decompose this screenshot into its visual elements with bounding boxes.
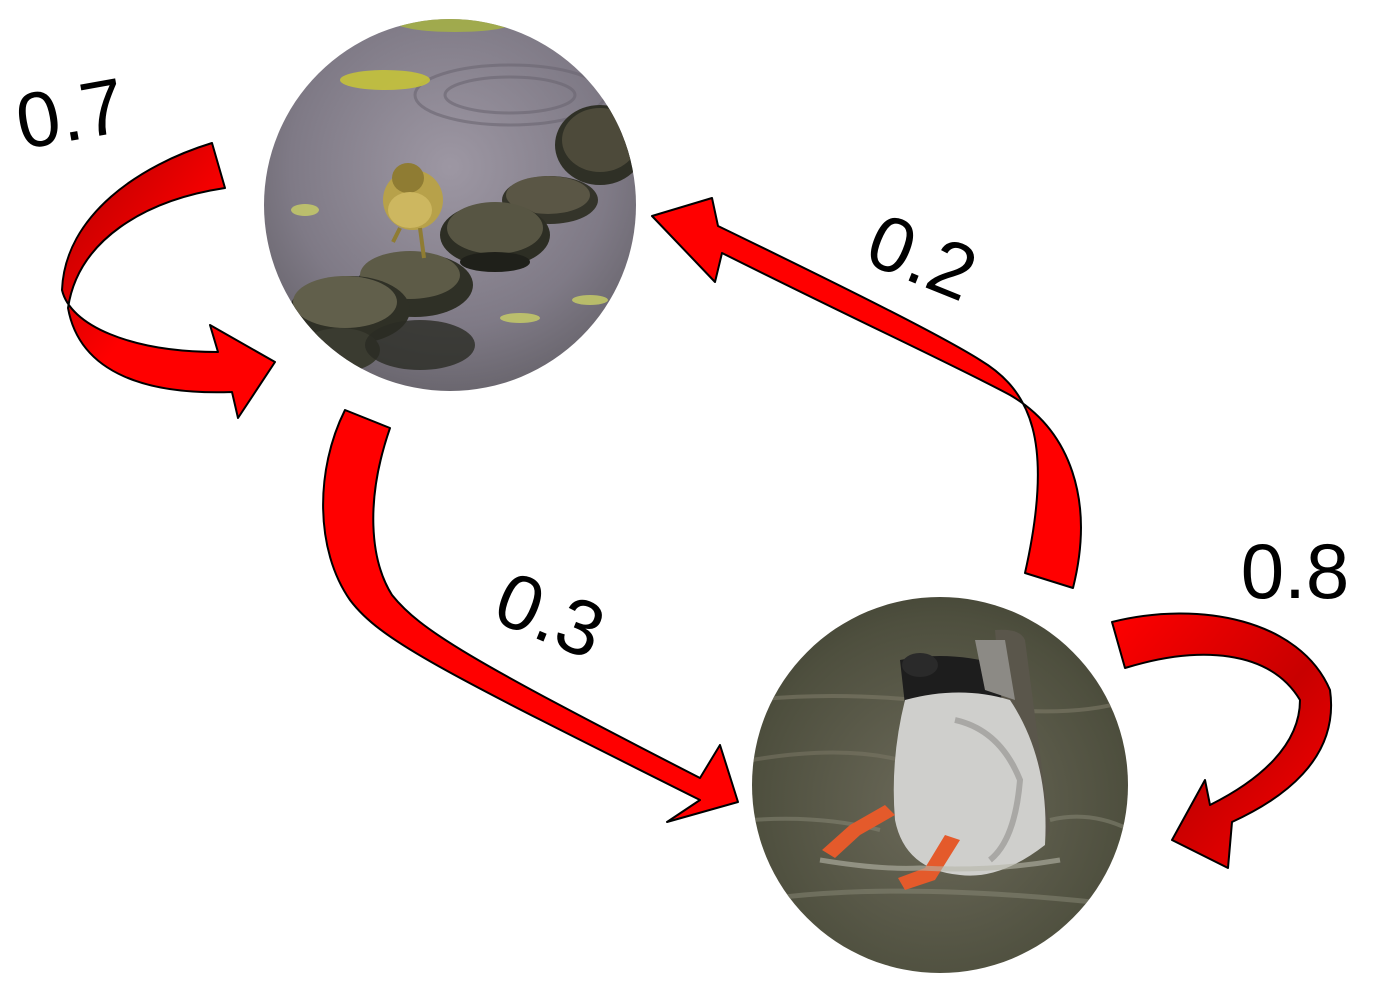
transition-label-turtles-to-turtles: 0.7 <box>9 61 131 166</box>
turtle-icon <box>290 276 410 344</box>
arrow-turtles-to-duck <box>322 409 739 823</box>
turtle-icon <box>440 202 550 272</box>
duck-icon <box>822 629 1050 890</box>
lily-pad-icon <box>340 70 430 90</box>
duck-node <box>752 597 1128 973</box>
duckling-icon <box>383 163 443 259</box>
transition-label-duck-to-duck: 0.8 <box>1241 527 1349 615</box>
turtles-node <box>264 19 636 391</box>
transition-label-duck-to-turtles: 0.2 <box>855 196 989 318</box>
turtle-icon <box>555 105 636 185</box>
arrow-duck-to-turtles <box>651 197 1082 589</box>
self-loop-arrow-turtles <box>61 142 276 419</box>
transition-label-turtles-to-duck: 0.3 <box>483 554 617 676</box>
self-loop-arrow-duck <box>1111 612 1333 869</box>
